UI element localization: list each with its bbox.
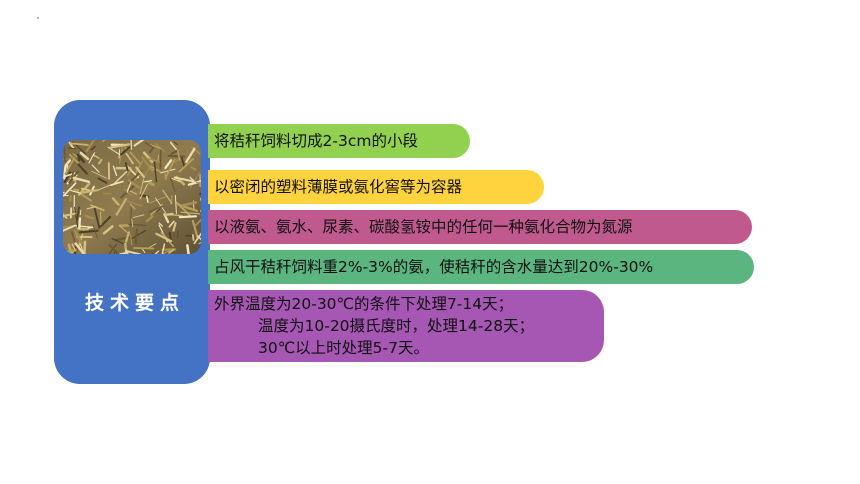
point-item-5-line-3: 30℃以上时处理5-7天。 [258,339,429,357]
point-item-3: 以液氨、氨水、尿素、碳酸氢铵中的任何一种氨化合物为氮源 [208,210,752,244]
point-item-5: 外界温度为20-30℃的条件下处理7-14天； 温度为10-20摄氏度时，处理1… [208,290,604,362]
side-card: 技术要点 [54,100,210,384]
point-item-5-line-1: 外界温度为20-30℃的条件下处理7-14天； [214,295,514,313]
point-item-5-line-2: 温度为10-20摄氏度时，处理14-28天； [258,317,535,335]
point-item-1: 将秸秆饲料切成2-3cm的小段 [208,124,470,158]
straw-photo-image [63,140,201,254]
card-title: 技术要点 [84,292,185,314]
point-item-2: 以密闭的塑料薄膜或氨化窖等为容器 [208,170,544,204]
straw-photo [63,140,201,254]
point-item-4: 占风干秸秆饲料重2%-3%的氨，使秸秆的含水量达到20%-30% [208,250,754,284]
corner-dot [37,17,39,19]
